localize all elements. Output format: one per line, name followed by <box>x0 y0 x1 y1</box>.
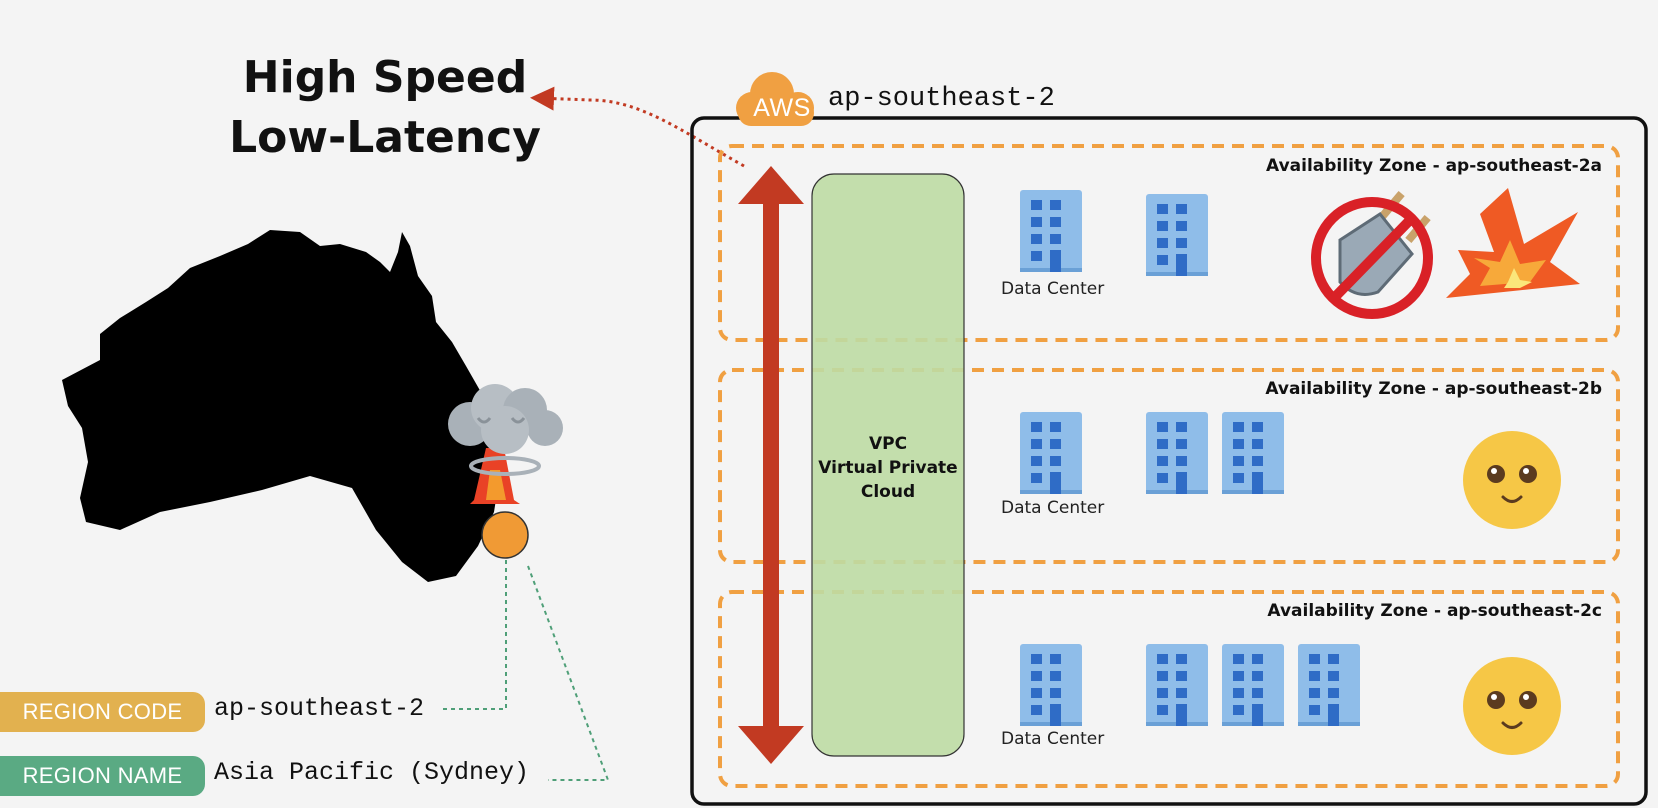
building-icon <box>1222 644 1284 726</box>
building-icon <box>1020 644 1082 726</box>
region-name-pill: REGION NAME <box>0 756 205 796</box>
region-code-pill: REGION CODE <box>0 692 205 732</box>
region-code-value: ap-southeast-2 <box>214 694 425 723</box>
name-connector <box>527 565 610 781</box>
building-icon <box>1298 644 1360 726</box>
building-icon <box>1146 644 1208 726</box>
aws-logo-text: AWS <box>753 94 811 122</box>
data-center-label-a: Data Center <box>1001 279 1105 299</box>
vpc-label: VPC Virtual Private Cloud <box>812 432 964 504</box>
smiley-face-icon <box>1461 655 1563 757</box>
az-label-c: Availability Zone - ap-southeast-2c <box>1267 601 1602 621</box>
region-marker-icon <box>481 511 529 559</box>
double-arrow-icon <box>738 166 804 764</box>
building-icon <box>1146 194 1208 276</box>
no-power-plug-icon <box>1311 190 1433 319</box>
region-title: ap-southeast-2 <box>828 84 1055 114</box>
building-icon <box>1020 190 1082 272</box>
region-name-value: Asia Pacific (Sydney) <box>214 758 530 787</box>
vpc-label-line-2: Virtual Private <box>818 458 958 478</box>
explosion-cloud-icon <box>448 384 563 504</box>
vpc-label-line-1: VPC <box>868 434 908 454</box>
smiley-face-icon <box>1461 429 1563 531</box>
aws-cloud-icon <box>736 72 814 126</box>
data-center-label-b: Data Center <box>1001 498 1105 518</box>
vpc-box <box>811 173 965 757</box>
headline-line-1: High Speed <box>242 52 528 103</box>
burst-icon <box>1446 188 1580 298</box>
data-center-label-c: Data Center <box>1001 729 1105 749</box>
headline-line-2: Low-Latency <box>229 112 541 163</box>
vpc-label-line-3: Cloud <box>860 482 916 502</box>
az-label-b: Availability Zone - ap-southeast-2b <box>1265 379 1602 399</box>
az-label-a: Availability Zone - ap-southeast-2a <box>1266 156 1602 176</box>
latency-pointer <box>530 86 745 168</box>
building-icon <box>1020 412 1082 494</box>
code-connector <box>440 560 507 710</box>
region-container <box>690 116 1648 806</box>
building-icon <box>1222 412 1284 494</box>
headline: High Speed Low-Latency <box>200 48 570 168</box>
australia-map-icon <box>62 230 500 582</box>
building-icon <box>1146 412 1208 494</box>
